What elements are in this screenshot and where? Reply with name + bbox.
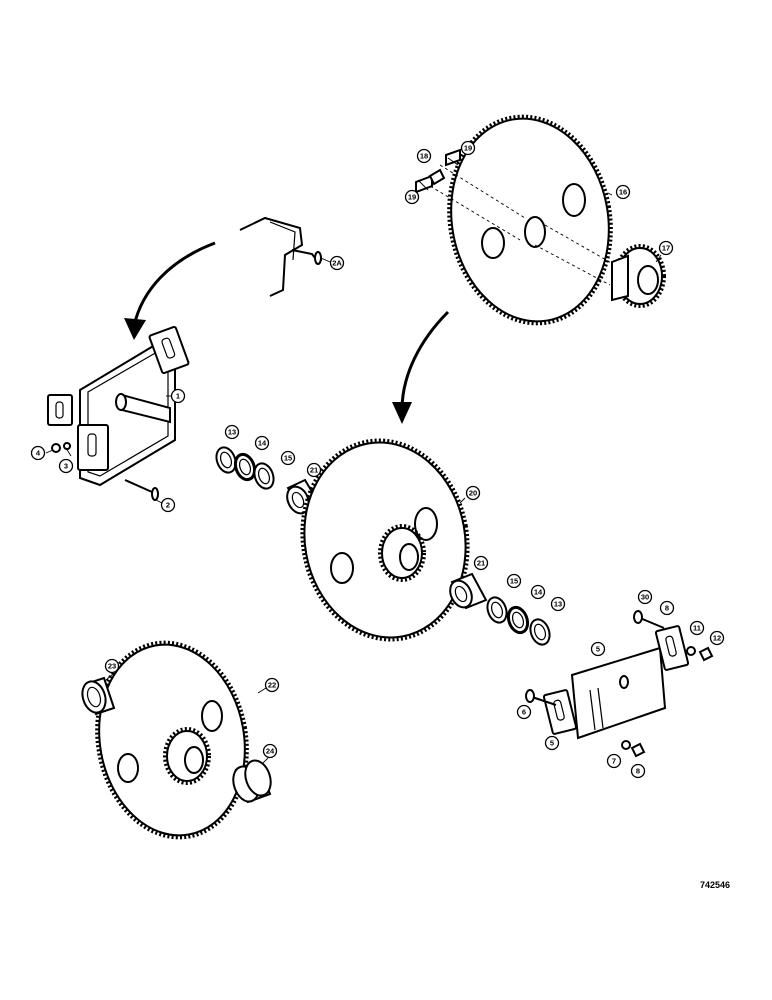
callout-19-left: 19: [404, 189, 420, 205]
svg-text:30: 30: [641, 593, 649, 602]
svg-text:20: 20: [469, 489, 477, 498]
callout-16: 16: [615, 184, 631, 200]
washer-stack-upper: [215, 446, 320, 515]
callout-30: 30: [637, 589, 653, 605]
bracket-detail-partial: [239, 216, 323, 297]
pins-18-19: [415, 148, 461, 194]
callout-11: 11: [689, 620, 705, 636]
callout-18: 18: [416, 148, 432, 164]
sprocket-hub-17: [611, 244, 666, 308]
svg-text:17: 17: [662, 244, 670, 253]
svg-text:14: 14: [258, 439, 267, 448]
callout-24: 24: [262, 743, 278, 759]
svg-text:19: 19: [464, 144, 472, 153]
callout-19-top: 19: [460, 140, 476, 156]
callout-2: 2: [160, 497, 176, 513]
callout-2a: 2A: [329, 255, 345, 271]
svg-text:19: 19: [408, 193, 416, 202]
callout-3: 3: [58, 458, 74, 474]
callout-6: 6: [516, 704, 532, 720]
callout-4: 4: [30, 445, 46, 461]
callout-21-lower: 21: [473, 555, 489, 571]
svg-text:18: 18: [420, 152, 428, 161]
callout-8-top: 8: [659, 600, 675, 616]
callout-22: 22: [264, 677, 280, 693]
svg-text:5: 5: [550, 739, 554, 748]
svg-text:6: 6: [522, 708, 526, 717]
svg-text:22: 22: [268, 681, 276, 690]
svg-text:11: 11: [693, 624, 701, 633]
callout-21-upper: 21: [306, 462, 322, 478]
callout-13-upper: 13: [224, 424, 240, 440]
large-gear-middle: [300, 438, 470, 642]
svg-text:13: 13: [554, 600, 562, 609]
leader-lines: [45, 157, 662, 765]
svg-text:2A: 2A: [332, 259, 342, 268]
callout-5-bottom: 5: [544, 735, 560, 751]
svg-text:8: 8: [665, 604, 669, 613]
bushing-24: [232, 759, 272, 804]
callout-5-top: 5: [590, 641, 606, 657]
svg-text:12: 12: [713, 634, 721, 643]
svg-text:21: 21: [310, 466, 318, 475]
callout-23: 23: [104, 658, 120, 674]
svg-text:24: 24: [266, 747, 275, 756]
svg-text:7: 7: [612, 757, 616, 766]
svg-text:15: 15: [284, 454, 292, 463]
bushing-23: [81, 676, 116, 716]
arrow-to-bracket: [124, 241, 216, 340]
callout-14-lower: 14: [530, 584, 546, 600]
svg-text:23: 23: [108, 662, 116, 671]
washer-stack-lower: [449, 572, 551, 646]
svg-text:13: 13: [228, 428, 236, 437]
callout-17: 17: [658, 240, 674, 256]
mounting-bracket: [47, 325, 190, 501]
callout-20: 20: [465, 485, 481, 501]
svg-text:8: 8: [636, 767, 640, 776]
large-gear-top: [419, 114, 616, 326]
callout-15-lower: 15: [506, 573, 522, 589]
svg-text:16: 16: [619, 188, 627, 197]
svg-text:2: 2: [166, 501, 170, 510]
callout-14-upper: 14: [254, 435, 270, 451]
svg-text:4: 4: [36, 449, 41, 458]
svg-text:21: 21: [477, 559, 485, 568]
callout-15-upper: 15: [280, 450, 296, 466]
svg-text:14: 14: [534, 588, 543, 597]
svg-text:15: 15: [510, 577, 518, 586]
arrow-to-middle-gear: [392, 310, 450, 424]
callout-13-lower: 13: [550, 596, 566, 612]
figure-reference-code: 742546: [700, 880, 731, 890]
callout-1: 1: [170, 388, 186, 404]
svg-text:1: 1: [176, 392, 180, 401]
svg-text:5: 5: [596, 645, 600, 654]
svg-text:3: 3: [64, 462, 68, 471]
callout-8-bottom: 8: [630, 763, 646, 779]
large-gear-lower: [95, 640, 249, 840]
adjuster-plate: [525, 610, 714, 758]
callout-7: 7: [606, 753, 622, 769]
callout-12: 12: [709, 630, 725, 646]
